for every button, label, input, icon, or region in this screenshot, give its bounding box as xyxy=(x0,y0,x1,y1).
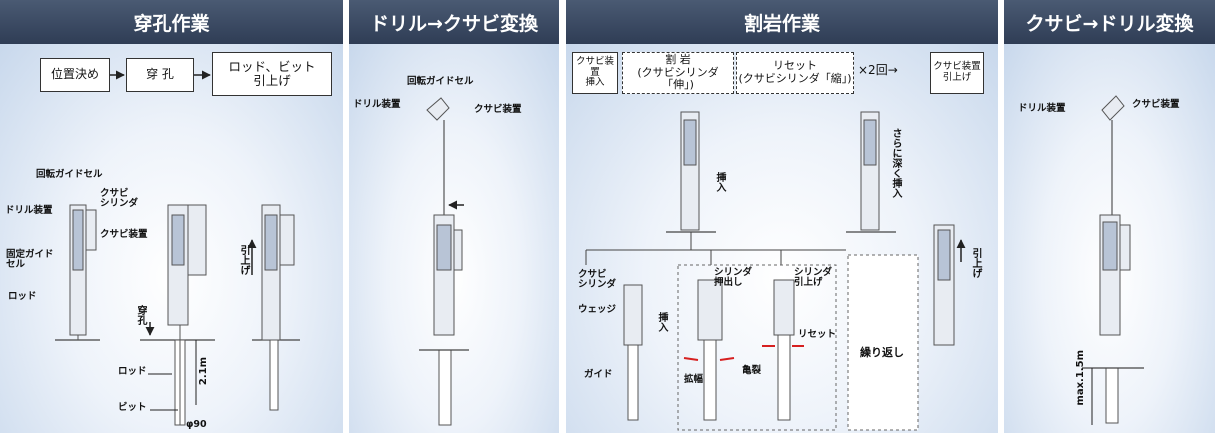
label-guide: ガイド xyxy=(584,369,613,380)
panel-rock-splitting: 割岩作業 クサビ装置 挿入 割 岩 (クサビシリンダ「伸」) リセット (クサビ… xyxy=(566,0,998,433)
panel2-drawing xyxy=(419,97,469,426)
label-drill-unit: ドリル装置 xyxy=(5,205,53,216)
machine-3 xyxy=(261,204,295,411)
label-repeat: 繰り返し xyxy=(860,346,904,359)
flow-repeat: ×2回→ xyxy=(858,63,898,77)
label-rotary-guide-cell: 回転ガイドセル xyxy=(36,169,103,180)
label-pullup: 引上げ xyxy=(970,248,981,278)
panel-title: 割岩作業 xyxy=(566,0,998,44)
label-insert-2: 挿入 xyxy=(656,312,667,332)
flow-step-pullup: ロッド、ビット 引上げ xyxy=(212,52,332,96)
label-rod: ロッド xyxy=(8,291,37,302)
panel-title: ドリル→クサビ変換 xyxy=(349,0,559,44)
flow-step-insert: クサビ装置 挿入 xyxy=(572,52,618,94)
machine-2 xyxy=(167,204,207,426)
label-reset: リセット xyxy=(798,329,837,340)
label-max-depth: max.1.5m xyxy=(1075,350,1086,406)
panel1-drawing xyxy=(55,70,300,426)
flow-step-drilling: 穿 孔 xyxy=(126,58,194,92)
label-wedge-cylinder: クサビ シリンダ xyxy=(578,269,617,291)
panel-drill-to-wedge: ドリル→クサビ変換 回転ガイドセル ドリル装置 クサビ装置 xyxy=(349,0,559,433)
panel-wedge-to-drill: クサビ→ドリル変換 ドリル装置 クサビ装置 max.1.5m xyxy=(1004,0,1215,433)
panel4-drawing xyxy=(1082,95,1144,425)
panel-drilling: 穿孔作業 位置決め 穿 孔 ロッド、ビット 引上げ xyxy=(0,0,343,433)
label-cylinder-extend: シリンダ 押出し xyxy=(714,267,753,289)
label-wedge-unit: クサビ装置 xyxy=(1132,99,1180,110)
flow-step-split: 割 岩 (クサビシリンダ「伸」) xyxy=(622,52,734,94)
label-insert: 挿入 xyxy=(714,172,725,192)
label-wedge-unit: クサビ装置 xyxy=(474,104,522,115)
label-bit: ビット xyxy=(118,402,147,413)
label-wedge: ウェッジ xyxy=(578,304,617,315)
label-pullup: 引上げ xyxy=(238,245,249,275)
machine-1 xyxy=(69,204,97,340)
label-diameter: φ90 xyxy=(186,419,207,430)
label-drill-unit: ドリル装置 xyxy=(1018,103,1066,114)
label-rotary-guide-cell: 回転ガイドセル xyxy=(407,76,474,87)
label-crack: 亀裂 xyxy=(742,365,762,376)
label-expand: 拡幅 xyxy=(684,374,704,385)
label-wedge-cylinder: クサビ シリンダ xyxy=(100,188,139,210)
label-drill-unit: ドリル装置 xyxy=(353,99,401,110)
label-insert-deeper: さらに深く挿入 xyxy=(890,128,901,198)
flow-step-pullup: クサビ装置 引上げ xyxy=(930,52,984,94)
panel-title: クサビ→ドリル変換 xyxy=(1004,0,1215,44)
label-depth: 2.1m xyxy=(198,357,209,386)
label-drilling: 穿孔 xyxy=(135,305,146,325)
label-rod-bottom: ロッド xyxy=(118,366,147,377)
panel-title: 穿孔作業 xyxy=(0,0,343,44)
label-fixed-guide-cell: 固定ガイド セル xyxy=(6,249,54,271)
panel3-drawing xyxy=(585,111,966,431)
machine xyxy=(426,97,463,426)
flow-step-positioning: 位置決め xyxy=(40,58,110,92)
label-cylinder-retract: シリンダ 引上げ xyxy=(794,267,833,289)
label-wedge-unit: クサビ装置 xyxy=(100,229,148,240)
flow-step-reset: リセット (クサビシリンダ「縮」) xyxy=(736,52,854,94)
